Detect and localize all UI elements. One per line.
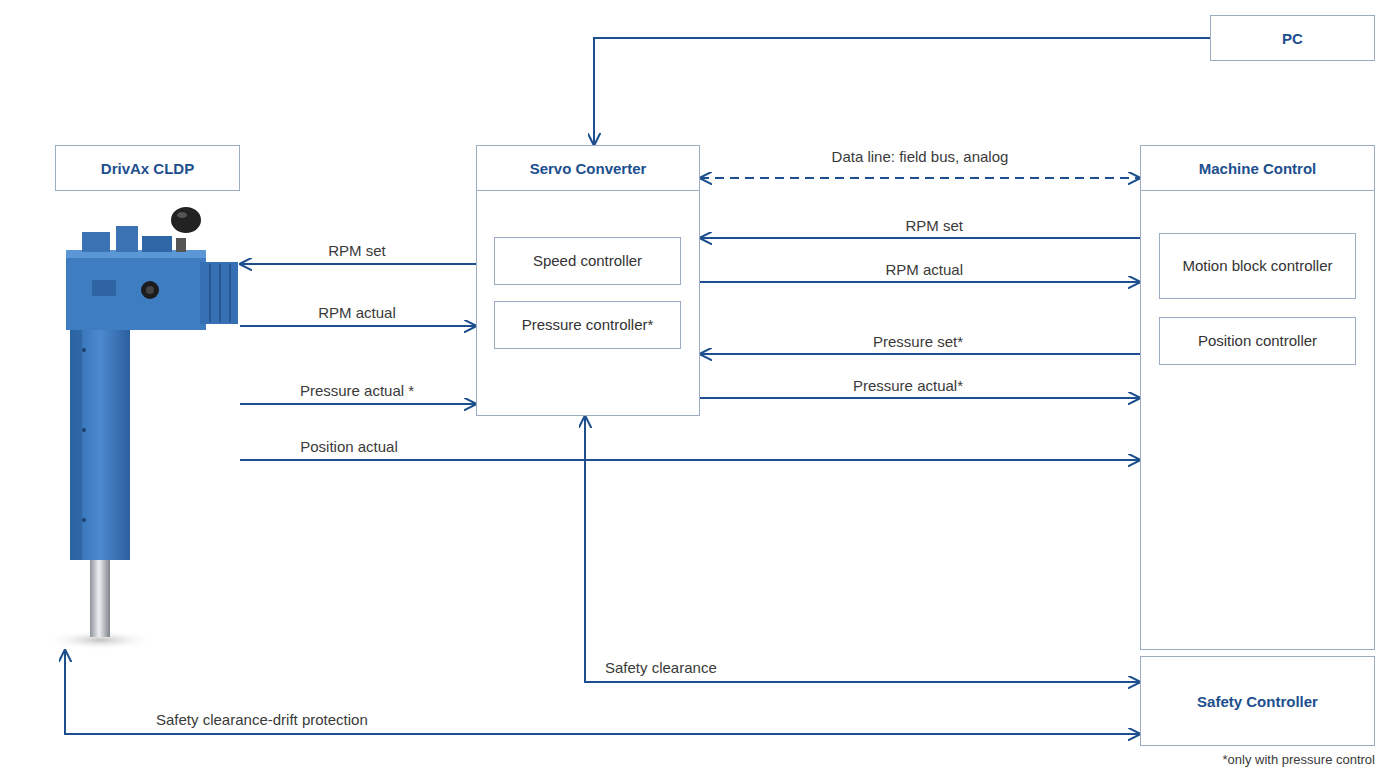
signal-arrow (240, 325, 476, 327)
signal-label: Position actual (297, 438, 401, 455)
safety-box: Safety Controller (1140, 656, 1375, 746)
box-title: Machine Control (1141, 146, 1374, 191)
data-line (700, 177, 1140, 179)
signal-label: Safety clearance (602, 659, 720, 676)
box-title: Servo Converter (477, 146, 699, 191)
device-unit: DrivAx CLDP (55, 145, 240, 650)
box-text: Pressure controller* (495, 302, 680, 348)
signal-arrow (65, 650, 1140, 734)
signal-label: Safety clearance-drift protection (153, 711, 371, 728)
box-title: Safety Controller (1141, 657, 1374, 745)
box-title: PC (1211, 16, 1374, 60)
signal-arrow (594, 38, 1210, 145)
signal-label: Pressure actual * (297, 382, 417, 399)
converter-box: Servo ConverterSpeed controllerPressure … (476, 145, 700, 416)
controller-box: Speed controller (494, 237, 681, 285)
signal-label: Pressure set* (870, 333, 966, 350)
box-text: Motion block controller (1160, 234, 1355, 298)
signal-arrow (700, 237, 1140, 239)
signal-arrow (240, 459, 1140, 461)
controller-box: Pressure controller* (494, 301, 681, 349)
signal-label: Pressure actual* (850, 377, 966, 394)
signal-label: RPM actual (315, 304, 399, 321)
controller-box: Position controller (1159, 317, 1356, 365)
device-box: PC (1210, 15, 1375, 61)
signal-arrow (240, 403, 476, 405)
signal-label: RPM set (325, 242, 389, 259)
signal-arrow (585, 416, 1140, 682)
control-box: Machine ControlMotion block controllerPo… (1140, 145, 1375, 650)
signal-label: RPM set (902, 217, 966, 234)
box-text: Position controller (1160, 318, 1355, 364)
box-text: Speed controller (495, 238, 680, 284)
signal-arrow (700, 353, 1140, 355)
signal-label: Data line: field bus, analog (829, 148, 1012, 165)
signal-arrow (700, 397, 1140, 399)
signal-arrow (240, 263, 476, 265)
footnote: *only with pressure control (1223, 752, 1375, 767)
signal-arrow (700, 281, 1140, 283)
signal-label: RPM actual (882, 261, 966, 278)
box-title: DrivAx CLDP (55, 145, 240, 191)
controller-box: Motion block controller (1159, 233, 1356, 299)
